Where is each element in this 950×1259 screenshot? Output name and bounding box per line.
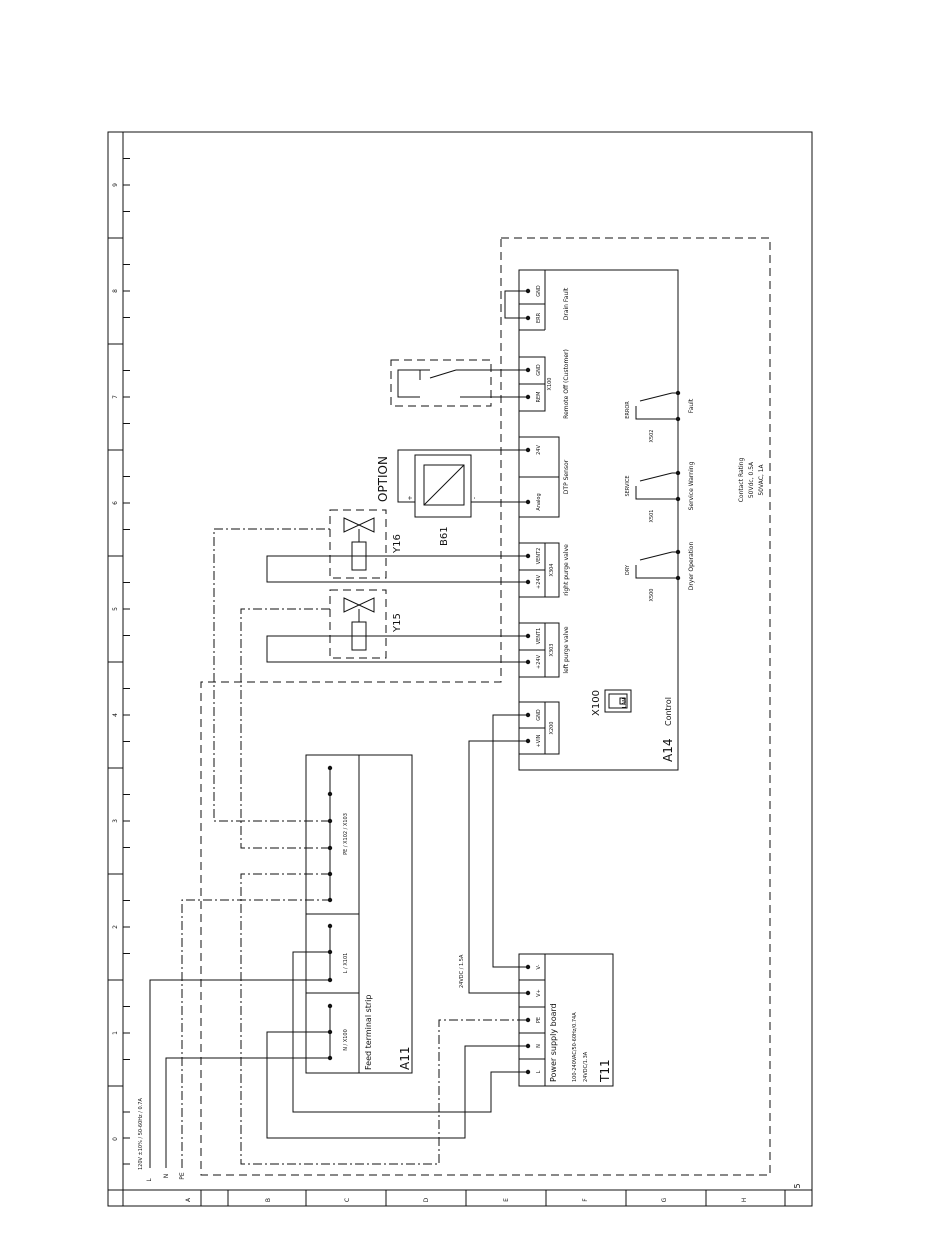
drain-pin-err: ERR [536,312,542,323]
column-label-3: 3 [112,819,119,823]
a11-feed-terminal-strip: PE / X102 / X103 L / X101 N / X100 Feed … [305,754,413,1074]
sensor-b61: OPTION B61 + - [376,454,478,546]
b61-option-label: OPTION [376,456,390,502]
a11-term-l-label: L / X101 [343,953,349,974]
t11-term-l: L [536,1070,542,1073]
dtp-caption: DTP Sensor [563,459,570,494]
t11-spec-out: 24VDC/1.3A [583,1051,589,1082]
t11-title: Power supply board [549,1003,558,1082]
a14-control-board: GND ERR GND REM 24V Analog VENT2 +24V VE… [518,269,765,771]
remote-pin-gnd: GND [536,364,542,376]
wiring [149,290,528,1168]
row-label-h: H [741,1198,748,1203]
contact-x502-label: ERROR [625,401,631,419]
x304-name: X304 [549,564,555,577]
column-label-2: 2 [112,925,119,929]
t11-term-pe: PE [536,1017,542,1023]
sheet-frame [107,131,813,1207]
remote-off-switch [390,359,492,407]
purge-valve-y16: Y16 [329,509,403,579]
x303-pin-24v: +24V [536,654,542,669]
remote-caption: Remote Off (Customer) [563,349,570,419]
t11-spec-in: 100-240VAC/50-60Hz/0.74A [572,1012,578,1082]
x200-name: X200 [549,722,555,735]
lan-port-icon: LAN [604,689,632,713]
supply-line-l: L [146,1178,153,1182]
contact-rating-dc: 50Vdc, 0.5A [748,461,755,498]
t11-tag: T11 [598,1059,612,1083]
column-label-9: 9 [112,183,119,187]
supply-line-pe: PE [179,1172,186,1180]
a11-term-n-label: N / X100 [343,1029,349,1051]
t11-term-vplus: V+ [536,989,542,997]
column-label-5: 5 [112,607,119,611]
contact-x502-term: X502 [649,430,655,443]
row-label-e: E [503,1198,510,1202]
lan-port-label: LAN [622,698,628,708]
x100-label: X100 [591,690,602,716]
x200-pin-vin: +VIN [536,734,542,747]
contact-x501-label: SERVICE [625,475,631,496]
x303-pin-vent1: VENT1 [536,628,542,645]
x304-pin-24v: +24V [536,574,542,589]
supply-line-n: N [163,1174,170,1179]
y16-label: Y16 [392,534,403,554]
a11-term-pe-label: PE / X102 / X103 [343,813,349,855]
drain-pin-gnd: GND [536,285,542,297]
row-label-c: C [344,1198,351,1202]
b61-tag: B61 [439,526,450,546]
row-label-f: F [582,1198,589,1202]
row-label-g: G [661,1197,668,1202]
supply-rating: 120V ±10% / 50-60Hz / 0.7A [138,1098,144,1170]
contact-x500-label: DRY [625,564,631,575]
column-label-8: 8 [112,289,119,293]
x304-caption: right purge valve [563,544,570,596]
row-label-b: B [265,1198,272,1202]
contact-x500-term: X500 [649,589,655,602]
supply-block: 120V ±10% / 50-60Hz / 0.7A L N PE [138,1098,186,1182]
remote-pin-rem: REM [536,392,542,403]
row-labels: A B C D E F G H [185,1197,748,1202]
purge-valve-y15: Y15 [329,589,403,659]
contact-x500-caption: Dryer Operation [688,542,695,591]
drain-caption: Drain Fault [563,287,570,320]
column-label-6: 6 [112,501,119,505]
dtp-pin-analog: Analog [536,493,542,510]
x303-caption: left purge valve [563,626,570,673]
contact-x501-term: X501 [649,510,655,523]
column-label-7: 7 [112,395,119,399]
row-label-a: A [185,1197,192,1202]
b61-minus: - [471,497,478,499]
t11-output-label: 24VDC / 1.5A [459,954,465,988]
a14-title: Control [664,697,673,726]
column-labels: 0 1 2 3 4 5 6 7 8 9 [112,183,119,1141]
contact-rating-title: Contact Rating [738,458,745,503]
t11-power-supply-board: L N PE V+ V- Power supply board 100-240V… [459,953,614,1087]
row-label-d: D [423,1197,430,1202]
a11-title: Feed terminal strip [364,995,373,1070]
a11-tag: A11 [398,1047,412,1070]
dtp-pin-24v: 24V [536,445,542,455]
contact-rating-ac: 50VAC, 1A [758,463,765,495]
page-number: 5 [793,1183,802,1188]
t11-term-n: N [536,1044,542,1048]
column-label-0: 0 [112,1137,119,1141]
column-label-4: 4 [112,713,119,717]
x200-pin-gnd: GND [536,709,542,721]
t11-term-vminus: V- [536,964,542,969]
contact-x501-caption: Service Warning [688,461,695,510]
y15-label: Y15 [392,613,403,633]
a14-tag: A14 [661,739,675,762]
contact-x502-caption: Fault [688,398,695,413]
x304-pin-vent2: VENT2 [536,548,542,565]
machine-enclosure [200,237,771,1176]
remote-connector-name: X100 [547,378,553,391]
x303-name: X303 [549,644,555,657]
column-label-1: 1 [112,1031,119,1035]
b61-plus: + [407,495,414,500]
